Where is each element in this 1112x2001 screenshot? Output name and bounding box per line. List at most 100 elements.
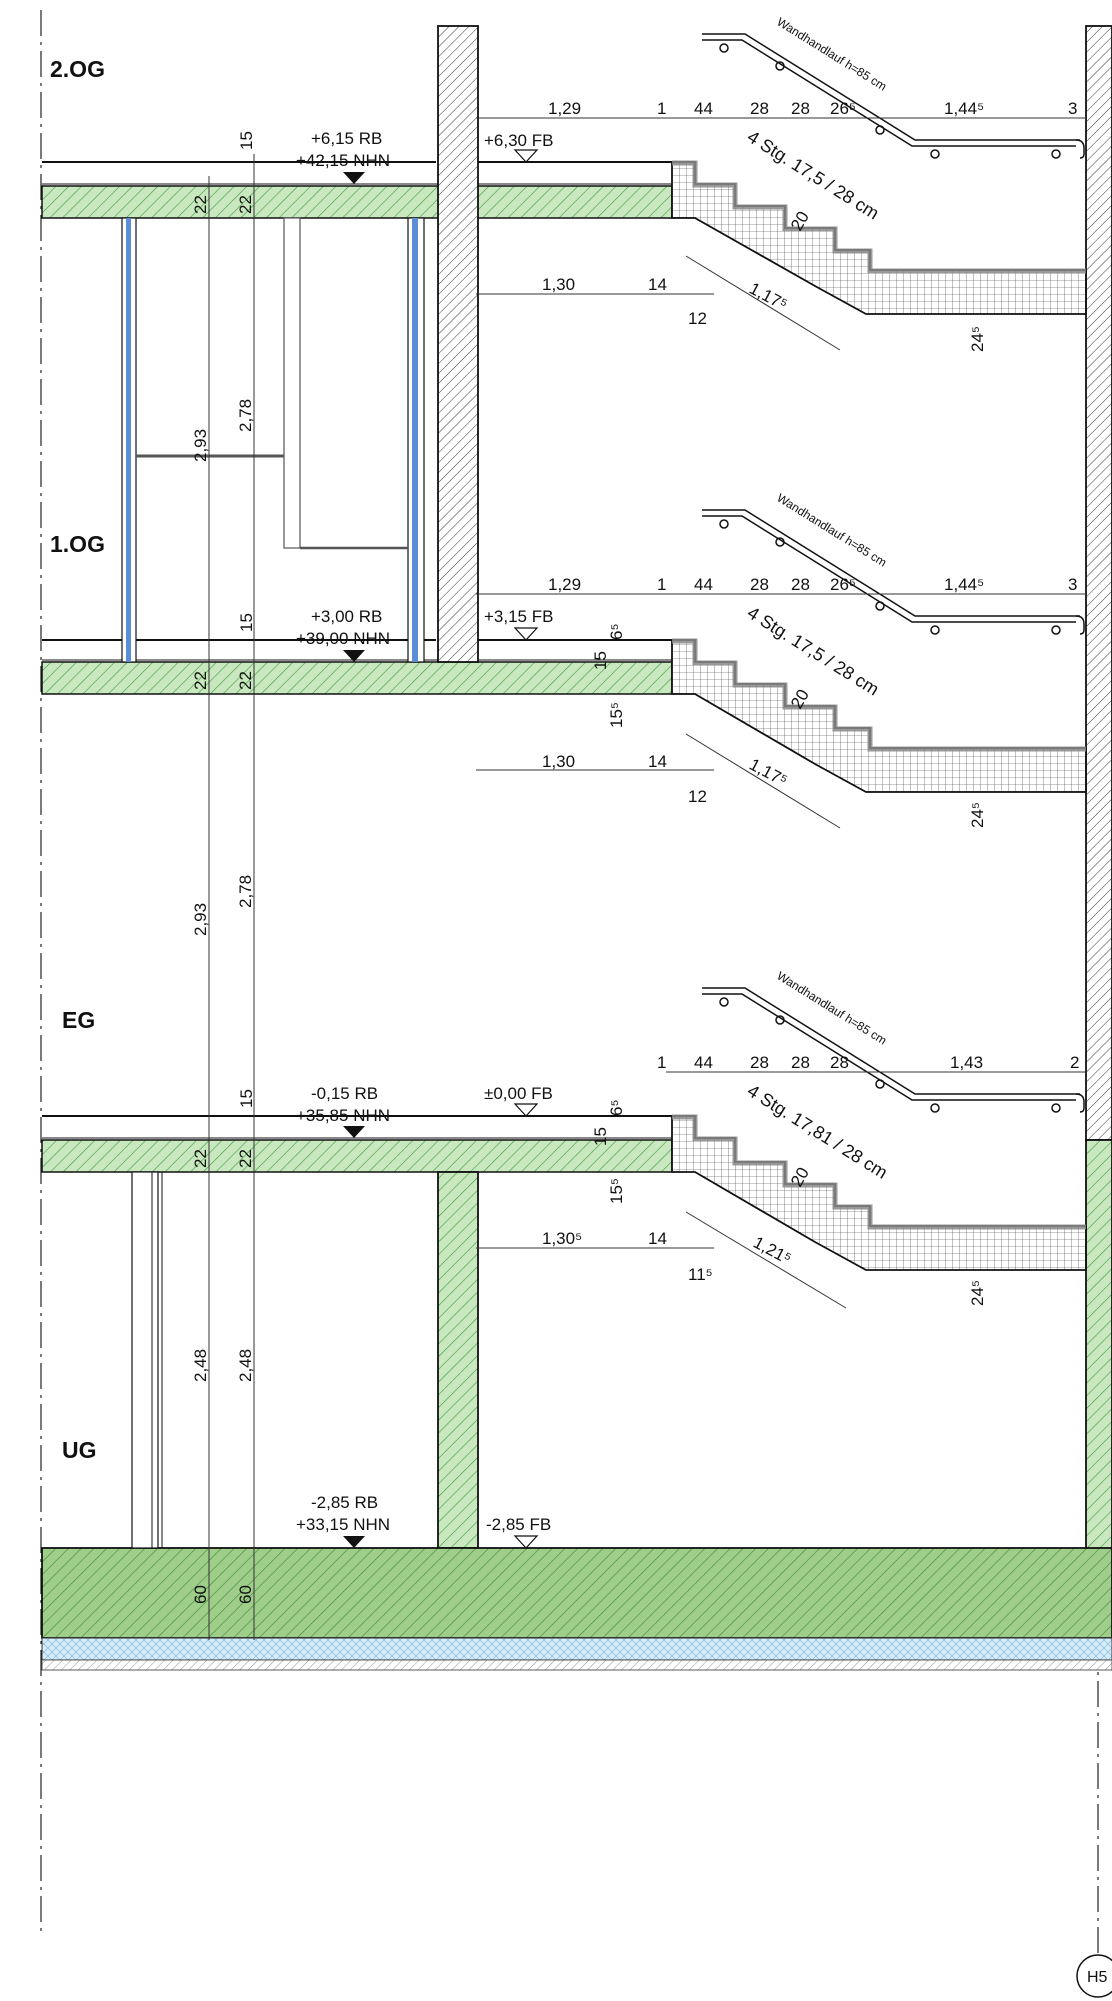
stair-2og-finish <box>672 160 1086 274</box>
handrail-eg <box>702 987 1085 1113</box>
vdim-story-upper-b: 2,78 <box>236 399 255 432</box>
s2-side-0: 6⁵ <box>607 623 626 640</box>
s3-top-0: 1 <box>657 1053 666 1072</box>
level-marker-rb-eg <box>343 1126 365 1138</box>
vdim-story-ug-a: 2,48 <box>191 1349 210 1382</box>
s1-top-5: 26⁵ <box>830 99 856 118</box>
s2-bottom-0: 1,30 <box>542 752 575 771</box>
level-marker-rb-ug <box>343 1536 365 1548</box>
s1-land: 24⁵ <box>968 326 987 352</box>
stair-1og-finish <box>672 638 1086 752</box>
fb-1og: +3,15 FB <box>484 607 553 626</box>
s3-side-0: 6⁵ <box>607 1099 626 1116</box>
s2-top-3: 28 <box>750 575 769 594</box>
s1-top-3: 28 <box>750 99 769 118</box>
rb-2og: +6,15 RB <box>311 129 382 148</box>
s2-bottom-2: 12 <box>688 787 707 806</box>
dim-lines-vertical <box>208 154 255 1640</box>
s2-top-7: 3 <box>1068 575 1077 594</box>
level-marker-fb-1og <box>513 627 539 641</box>
s2-side-1: 15 <box>591 651 610 670</box>
fb-2og: +6,30 FB <box>484 131 553 150</box>
s2-top-5: 26⁵ <box>830 575 856 594</box>
floor-label-ug: UG <box>62 1437 97 1463</box>
s2-top-6: 1,44⁵ <box>944 575 984 594</box>
right-wall-upper <box>1085 25 1112 1141</box>
s1-top-0: 1,29 <box>548 99 581 118</box>
s3-bottom-1: 14 <box>648 1229 667 1248</box>
vdim-slab-22b-eg: 22 <box>236 1149 255 1168</box>
s2-top-0: 1,29 <box>548 575 581 594</box>
s2-side-2: 15⁵ <box>607 702 626 728</box>
s3-bottom-3: 1,21⁵ <box>750 1233 794 1269</box>
slab-2og <box>41 185 673 219</box>
vdim-base-b: 60 <box>236 1585 255 1604</box>
s1-top-4: 28 <box>791 99 810 118</box>
handrail-2og <box>702 33 1085 159</box>
vdim-slab-22a-2og: 22 <box>191 195 210 214</box>
s1-bottom-0: 1,30 <box>542 275 575 294</box>
level-marker-fb-2og <box>513 149 539 163</box>
window-glass-right <box>412 218 418 662</box>
axis-bubble-label: H5 <box>1087 1969 1108 1986</box>
vdim-story-ug-b: 2,48 <box>236 1349 255 1382</box>
handrail-label-2og: Wandhandlauf h=85 cm <box>774 15 889 94</box>
handrail-label-eg: Wandhandlauf h=85 cm <box>774 969 889 1048</box>
vdim-slab-15-2og: 15 <box>237 131 256 150</box>
s3-land: 24⁵ <box>968 1280 987 1306</box>
fb-ug: -2,85 FB <box>486 1515 551 1534</box>
vdim-story-upper-a: 2,93 <box>191 429 210 462</box>
s1-top-1: 1 <box>657 99 666 118</box>
vdim-base-a: 60 <box>191 1585 210 1604</box>
level-marker-fb-ug <box>513 1535 539 1549</box>
s2-top-4: 28 <box>791 575 810 594</box>
floor-label-2og: 2.OG <box>50 56 105 82</box>
slab-1og <box>41 661 673 695</box>
rb-1og: +3,00 RB <box>311 607 382 626</box>
level-marker-rb-1og <box>343 650 365 662</box>
central-wall-upper <box>437 25 479 663</box>
dim-lines-bottom <box>476 255 847 1309</box>
s3-top-2: 28 <box>750 1053 769 1072</box>
floor-label-eg: EG <box>62 1007 95 1033</box>
s2-land: 24⁵ <box>968 802 987 828</box>
s3-top-5: 1,43 <box>950 1053 983 1072</box>
s2-top-1: 1 <box>657 575 666 594</box>
s3-bottom-2: 11⁵ <box>688 1265 713 1284</box>
s3-side-1: 15 <box>591 1127 610 1146</box>
door-frame <box>283 217 301 549</box>
s2-bottom-3: 1,17⁵ <box>746 755 790 791</box>
s3-side-2: 15⁵ <box>607 1178 626 1204</box>
slab-eg <box>41 1139 673 1173</box>
s1-top-2: 44 <box>694 99 713 118</box>
insulation-layer <box>41 1637 1112 1661</box>
s3-top-4: 28 <box>830 1053 849 1072</box>
vdim-slab-22b-2og: 22 <box>236 195 255 214</box>
s1-top-6: 1,44⁵ <box>944 99 984 118</box>
s1-bottom-2: 12 <box>688 309 707 328</box>
s2-top-2: 44 <box>694 575 713 594</box>
s3-top-1: 44 <box>694 1053 713 1072</box>
vdim-slab-22a-1og: 22 <box>191 671 210 690</box>
vdim-slab-22b-1og: 22 <box>236 671 255 690</box>
ug-post-1 <box>131 1171 159 1549</box>
s1-bottom-3: 1,17⁵ <box>746 279 790 315</box>
vdim-story-mid-a: 2,93 <box>191 903 210 936</box>
level-marker-fb-eg <box>513 1103 539 1117</box>
fb-eg: ±0,00 FB <box>484 1084 553 1103</box>
nhn-1og: +39,00 NHN <box>296 629 390 648</box>
vdim-slab-22a-eg: 22 <box>191 1149 210 1168</box>
rb-ug: -2,85 RB <box>311 1493 378 1512</box>
blinding-layer <box>41 1659 1112 1671</box>
handrail-label-1og: Wandhandlauf h=85 cm <box>774 491 889 570</box>
s2-bottom-1: 14 <box>648 752 667 771</box>
nhn-eg: +35,85 NHN <box>296 1106 390 1125</box>
dim-lines-top <box>476 117 1086 1073</box>
rb-eg: -0,15 RB <box>311 1084 378 1103</box>
nhn-ug: +33,15 NHN <box>296 1515 390 1534</box>
floor-label-1og: 1.OG <box>50 531 105 557</box>
right-wall-lower <box>1085 1139 1112 1551</box>
s3-top-6: 2 <box>1070 1053 1079 1072</box>
vdim-story-mid-b: 2,78 <box>236 875 255 908</box>
